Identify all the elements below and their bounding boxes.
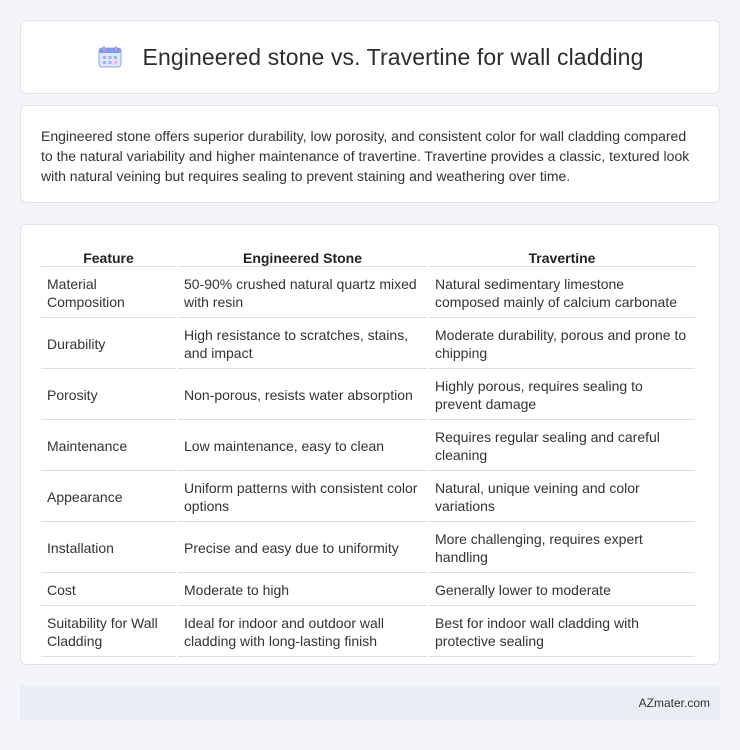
engineered-stone-cell: High resistance to scratches, stains, an… (178, 320, 427, 369)
footer-brand: AZmater.com (638, 696, 710, 710)
summary-text: Engineered stone offers superior durabil… (41, 128, 690, 184)
travertine-cell: Natural, unique veining and color variat… (429, 473, 695, 522)
engineered-stone-cell: Non-porous, resists water absorption (178, 371, 427, 420)
engineered-stone-cell: Ideal for indoor and outdoor wall claddi… (178, 608, 427, 657)
page-title: Engineered stone vs. Travertine for wall… (142, 43, 644, 70)
travertine-cell: More challenging, requires expert handli… (429, 524, 695, 573)
feature-cell: Installation (41, 524, 176, 573)
footer: AZmater.com (20, 686, 720, 720)
summary-card: Engineered stone offers superior durabil… (20, 105, 720, 203)
travertine-cell: Highly porous, requires sealing to preve… (429, 371, 695, 420)
table-header-row: Feature Engineered Stone Travertine (41, 247, 695, 267)
feature-cell: Material Composition (41, 269, 176, 318)
comparison-table: Feature Engineered Stone Travertine Mate… (39, 245, 697, 659)
engineered-stone-cell: Moderate to high (178, 575, 427, 606)
engineered-stone-cell: Uniform patterns with consistent color o… (178, 473, 427, 522)
table-row: Material Composition 50-90% crushed natu… (41, 269, 695, 318)
column-header-feature: Feature (41, 247, 176, 267)
travertine-cell: Generally lower to moderate (429, 575, 695, 606)
table-row: Installation Precise and easy due to uni… (41, 524, 695, 573)
table-row: Maintenance Low maintenance, easy to cle… (41, 422, 695, 471)
travertine-cell: Natural sedimentary limestone composed m… (429, 269, 695, 318)
table-row: Suitability for Wall Cladding Ideal for … (41, 608, 695, 657)
engineered-stone-cell: 50-90% crushed natural quartz mixed with… (178, 269, 427, 318)
feature-cell: Maintenance (41, 422, 176, 471)
travertine-cell: Moderate durability, porous and prone to… (429, 320, 695, 369)
feature-cell: Suitability for Wall Cladding (41, 608, 176, 657)
travertine-cell: Best for indoor wall cladding with prote… (429, 608, 695, 657)
table-row: Porosity Non-porous, resists water absor… (41, 371, 695, 420)
title-card: Engineered stone vs. Travertine for wall… (20, 20, 720, 94)
comparison-table-card: Feature Engineered Stone Travertine Mate… (20, 224, 720, 665)
engineered-stone-cell: Precise and easy due to uniformity (178, 524, 427, 573)
table-row: Appearance Uniform patterns with consist… (41, 473, 695, 522)
feature-cell: Appearance (41, 473, 176, 522)
column-header-engineered-stone: Engineered Stone (178, 247, 427, 267)
table-row: Durability High resistance to scratches,… (41, 320, 695, 369)
table-row: Cost Moderate to high Generally lower to… (41, 575, 695, 606)
feature-cell: Durability (41, 320, 176, 369)
feature-cell: Cost (41, 575, 176, 606)
travertine-cell: Requires regular sealing and careful cle… (429, 422, 695, 471)
engineered-stone-cell: Low maintenance, easy to clean (178, 422, 427, 471)
calendar-icon (97, 45, 123, 69)
column-header-travertine: Travertine (429, 247, 695, 267)
feature-cell: Porosity (41, 371, 176, 420)
